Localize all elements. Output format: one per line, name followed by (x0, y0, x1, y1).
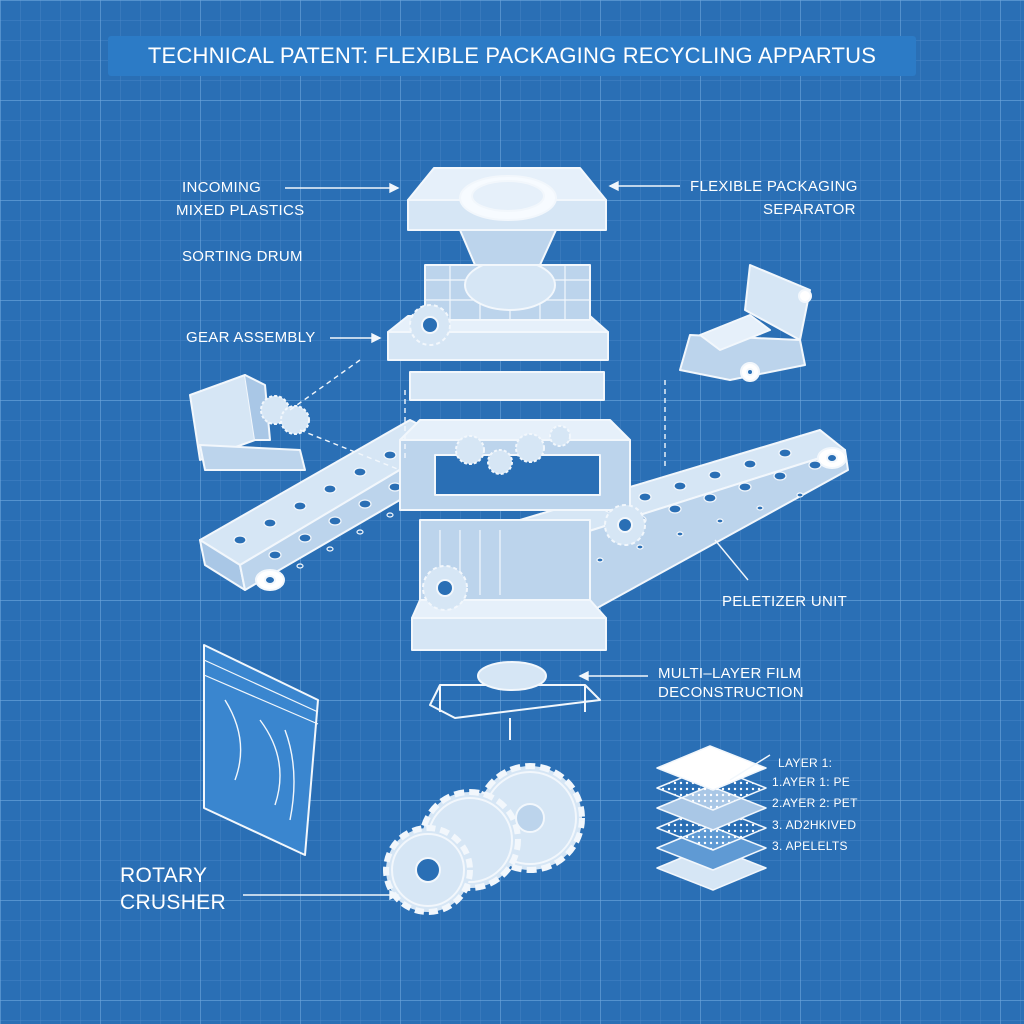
label-crusher-line2: CRUSHER (120, 891, 226, 914)
label-pelletizer: PELETIZER UNIT (722, 593, 848, 610)
film-bag (203, 644, 319, 856)
layer-item-4: 3. APELELTS (772, 839, 848, 853)
film-layer-stack (656, 745, 767, 891)
leader-lines (243, 180, 771, 901)
label-separator-line2: SEPARATOR (763, 201, 856, 218)
label-gear-assembly: GEAR ASSEMBLY (186, 329, 316, 346)
label-incoming-line2: MIXED PLASTICS (176, 202, 305, 219)
separator-bracket (679, 264, 812, 382)
layer-item-2: 2.AYER 2: PET (772, 796, 858, 810)
layer-item-1: 1.AYER 1: PE (772, 775, 851, 789)
left-motor-bracket (189, 374, 310, 471)
label-separator-line1: FLEXIBLE PACKAGING (690, 178, 858, 195)
label-sorting-drum: SORTING DRUM (182, 248, 303, 265)
tower-gears (409, 304, 646, 611)
layer-heading: LAYER 1: (778, 756, 833, 770)
title-band (108, 36, 916, 76)
label-film-line1: MULTI–LAYER FILM (658, 665, 802, 682)
layer-item-3: 3. AD2HKIVED (772, 818, 857, 832)
label-incoming-line1: INCOMING (182, 179, 262, 196)
diagram-title: TECHNICAL PATENT: FLEXIBLE PACKAGING REC… (147, 43, 877, 68)
rotary-crusher (383, 763, 585, 915)
label-film-line2: DECONSTRUCTION (658, 684, 804, 701)
central-tower (387, 167, 631, 740)
conveyor-holes (233, 448, 822, 569)
label-crusher-line1: ROTARY (120, 864, 208, 887)
